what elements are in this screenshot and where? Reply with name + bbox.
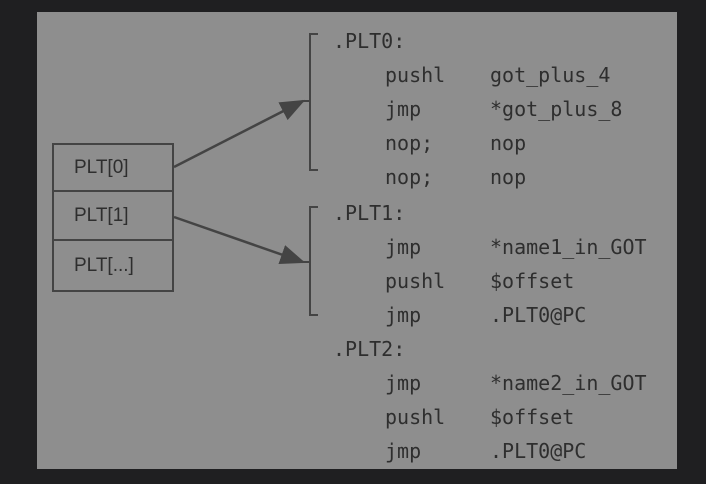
plt-entry-more: PLT[...] [52,239,174,292]
instruction: pushl [385,63,446,87]
instruction: jmp [385,97,422,121]
operand: .PLT0@PC [490,303,587,327]
arrow-plt1 [173,215,306,265]
operand: got_plus_4 [490,63,611,87]
instruction: nop; [385,165,434,189]
instruction: nop; [385,131,434,155]
operand: *got_plus_8 [490,97,623,121]
section-label: .PLT0: [333,29,406,53]
section-label: .PLT1: [333,201,406,225]
bracket-plt1 [303,206,318,316]
instruction: jmp [385,439,422,463]
operand: $offset [490,269,575,293]
operand: $offset [490,405,575,429]
instruction: pushl [385,269,446,293]
instruction: jmp [385,303,422,327]
operand: .PLT0@PC [490,439,587,463]
operand: *name1_in_GOT [490,235,647,259]
instruction: jmp [385,235,422,259]
instruction: jmp [385,371,422,395]
arrow-plt0 [173,99,306,169]
operand: nop [490,165,527,189]
arrows-and-brackets [173,33,318,316]
section-label: .PLT2: [333,337,406,361]
operand: nop [490,131,527,155]
operand: *name2_in_GOT [490,371,647,395]
bracket-plt0 [303,33,318,171]
instruction: pushl [385,405,446,429]
